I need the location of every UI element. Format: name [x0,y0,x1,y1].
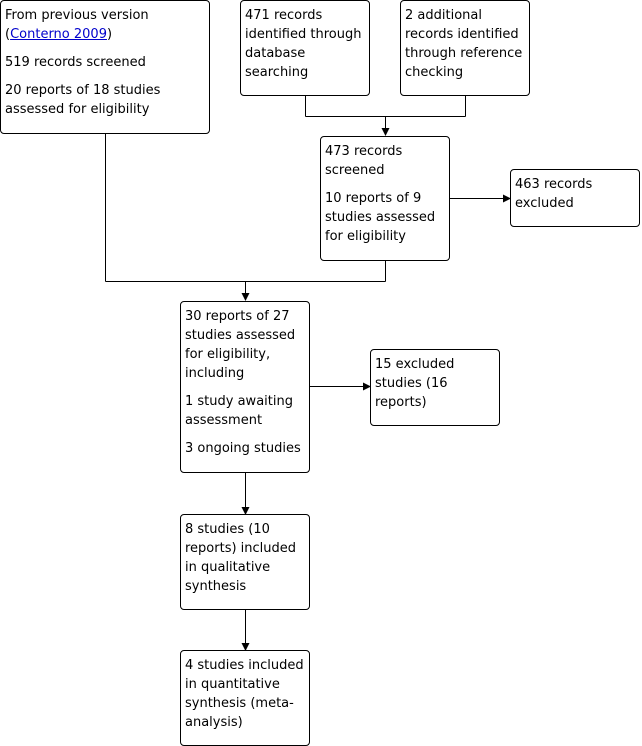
assessed-awaiting-text: 1 study awaiting assessment [185,394,293,428]
box-excluded-studies: 15 excluded studies (16 reports) [370,349,500,426]
screened-text: 473 records screened [325,144,403,178]
previous-version-label: From previous version [5,8,149,23]
assessed-ongoing-text: 3 ongoing studies [185,441,301,456]
assessed-main-text: 30 reports of 27 studies assessed for el… [185,309,296,381]
box-database-records: 471 records identified through database … [240,0,370,96]
box-qualitative-synthesis: 8 studies (10 reports) included in quali… [180,514,310,610]
previous-eligibility-text: 20 reports of 18 studies assessed for el… [5,83,161,117]
screened-eligibility-text: 10 reports of 9 studies assessed for eli… [325,191,436,244]
reference-link[interactable]: Conterno 2009 [10,27,107,42]
box-studies-assessed: 30 reports of 27 studies assessed for el… [180,301,310,473]
box-records-screened: 473 records screened 10 reports of 9 stu… [320,136,450,261]
box-quantitative-synthesis: 4 studies included in quantitative synth… [180,650,310,746]
box-previous-version: From previous version (Conterno 2009) 51… [0,0,210,134]
previous-screened-text: 519 records screened [5,55,146,70]
box-records-excluded: 463 records excluded [510,169,640,227]
box-additional-records: 2 additional records identified through … [400,0,530,96]
